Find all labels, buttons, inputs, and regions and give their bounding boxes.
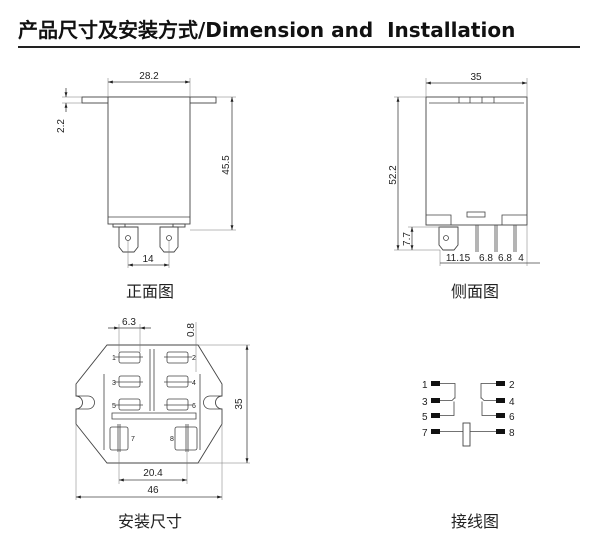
pin-label: 5	[112, 403, 116, 410]
side-body	[425, 96, 528, 226]
pin-label: 2	[509, 380, 515, 391]
mounting-view-caption: 安装尺寸	[118, 512, 182, 531]
dim-flange: 2.2	[56, 119, 67, 133]
dim-pin-pitch: 14	[142, 254, 154, 265]
page-title: 产品尺寸及安装方式/Dimension and Installation	[18, 18, 516, 42]
dim-edge: 4	[518, 253, 524, 264]
dim-pitch-2: 6.8	[498, 253, 512, 264]
dim-pitch-1: 6.8	[479, 253, 493, 264]
pin-label: 8	[170, 436, 174, 443]
pin-label: 3	[422, 397, 428, 408]
side-view: 35 52.2 7.7 11.15 6.8 6.8 4 侧面图	[388, 72, 540, 301]
coil-symbol	[462, 422, 471, 447]
dim-height: 52.2	[388, 165, 399, 185]
title-underline	[18, 46, 580, 48]
pin-label: 2	[192, 355, 196, 362]
pin-label: 8	[509, 428, 515, 439]
dim-coil-pitch: 20.4	[143, 468, 163, 479]
pin-label: 6	[192, 403, 196, 410]
dim-height: 45.5	[221, 155, 232, 175]
front-body	[107, 96, 191, 225]
dim-offset: 11.15	[446, 253, 471, 264]
pin-label: 3	[112, 380, 116, 387]
pin-label: 5	[422, 412, 428, 423]
dim-pin-length: 7.7	[402, 232, 413, 246]
dim-height: 35	[234, 398, 245, 410]
wiring-diagram: 1 2 3 4 5 6 7 8 接线图	[422, 380, 515, 531]
terminal-pads	[109, 351, 198, 452]
wiring-diagram-caption: 接线图	[451, 512, 499, 531]
pin-label: 1	[422, 380, 428, 391]
side-view-caption: 侧面图	[451, 282, 499, 301]
front-pin-left	[118, 226, 139, 253]
pin-label: 6	[509, 412, 515, 423]
pin-label: 7	[131, 436, 135, 443]
dim-width: 28.2	[139, 71, 159, 82]
front-view-caption: 正面图	[126, 282, 174, 301]
pin-label: 1	[112, 355, 116, 362]
pin-label: 7	[422, 428, 428, 439]
pin-label: 4	[192, 380, 196, 387]
dim-width: 46	[147, 485, 159, 496]
dim-gap: 0.8	[186, 323, 197, 337]
pin-label: 4	[509, 397, 515, 408]
dim-width: 35	[470, 72, 482, 83]
front-pin-right	[159, 226, 179, 253]
front-view: 28.2 2.2 45.5 14 正面图	[56, 71, 236, 301]
mounting-view: 1 2 3 4 5 6 7 8 6.3 0.8 35 20.4 46 安装尺寸	[75, 317, 250, 531]
dim-tab-width: 6.3	[122, 317, 136, 328]
